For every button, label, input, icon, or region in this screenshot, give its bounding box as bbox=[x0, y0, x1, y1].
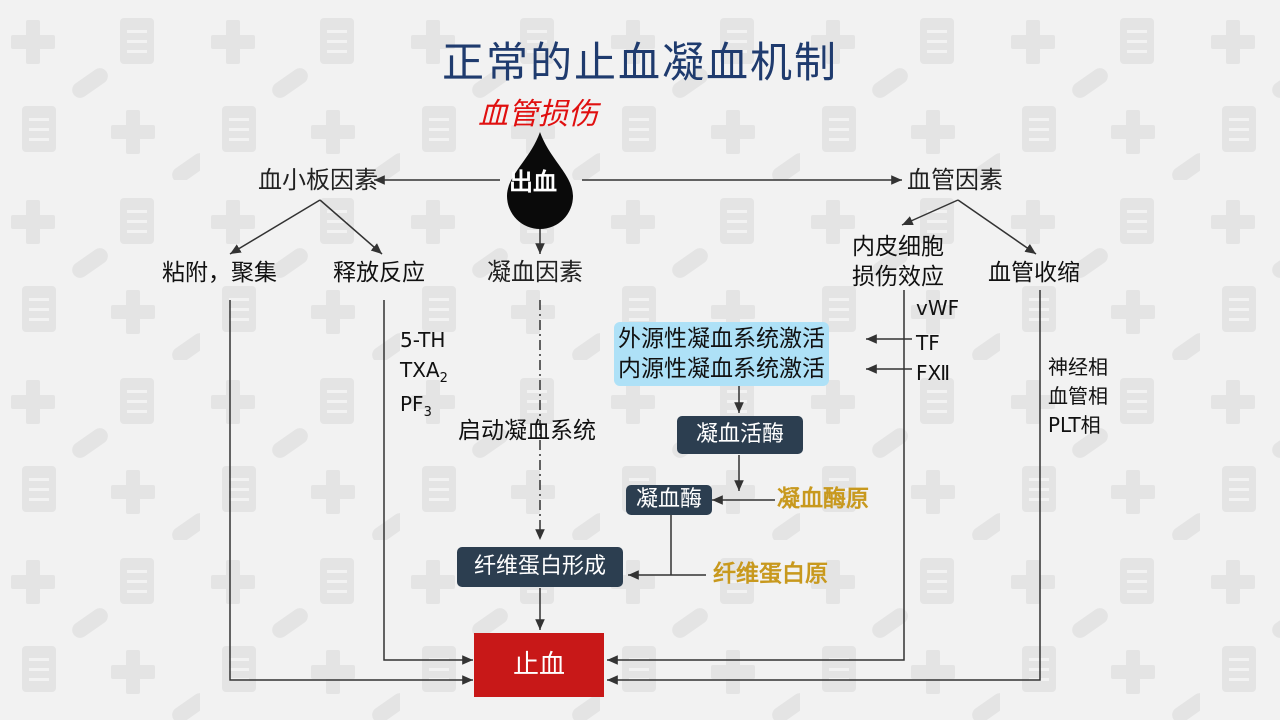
start-coagulation-label: 启动凝血系统 bbox=[458, 418, 596, 444]
factor-tf: TF bbox=[916, 331, 940, 355]
platelet-factor-label: 血小板因素 bbox=[258, 166, 378, 194]
phase-vascular: 血管相 bbox=[1048, 384, 1108, 408]
factor-fxii: FⅫ bbox=[916, 361, 951, 385]
endothelial-injury-label: 内皮细胞 损伤效应 bbox=[852, 234, 944, 290]
thrombin-box: 凝血酶 bbox=[626, 485, 712, 515]
phase-neural: 神经相 bbox=[1048, 355, 1108, 379]
activation-box: 外源性凝血系统激活 内源性凝血系统激活 bbox=[614, 322, 829, 386]
page-title: 正常的止血凝血机制 bbox=[441, 38, 838, 87]
bleeding-label: 出血 bbox=[509, 167, 557, 196]
thromboplastin-box: 凝血活酶 bbox=[677, 416, 803, 454]
vascular-factor-label: 血管因素 bbox=[907, 166, 1003, 194]
extrinsic-activation-label: 外源性凝血系统激活 bbox=[618, 326, 825, 352]
intrinsic-activation-label: 内源性凝血系统激活 bbox=[618, 356, 825, 382]
vasoconstriction-label: 血管收缩 bbox=[988, 260, 1080, 286]
phase-platelet: PLT相 bbox=[1048, 413, 1101, 437]
release-substances-list: 5-TH TXA2 PF3 bbox=[400, 325, 448, 422]
fibrin-formation-box: 纤维蛋白形成 bbox=[457, 547, 623, 587]
hemostasis-box: 止血 bbox=[474, 633, 604, 697]
vascular-injury-label: 血管损伤 bbox=[478, 97, 598, 132]
coagulation-factor-label: 凝血因素 bbox=[487, 258, 583, 286]
prothrombin-label: 凝血酶原 bbox=[777, 486, 869, 512]
factor-vwf: vWF bbox=[916, 296, 960, 320]
contraction-phases-list: 神经相 血管相 PLT相 bbox=[1048, 353, 1108, 440]
blood-drop-icon bbox=[507, 132, 573, 229]
substance-5th: 5-TH bbox=[400, 328, 446, 352]
adhesion-aggregation-label: 粘附，聚集 bbox=[162, 260, 277, 286]
substance-txa2: TXA2 bbox=[400, 358, 448, 386]
release-reaction-label: 释放反应 bbox=[333, 260, 425, 286]
substance-pf3: PF3 bbox=[400, 391, 432, 420]
fibrinogen-label: 纤维蛋白原 bbox=[713, 561, 828, 587]
